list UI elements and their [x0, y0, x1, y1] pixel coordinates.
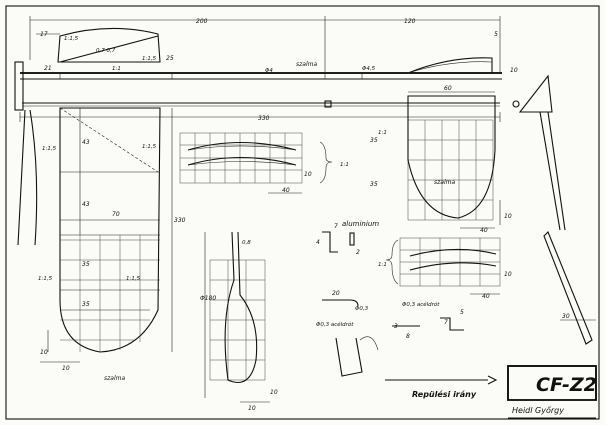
scale-label-h: 1:1,5	[126, 276, 141, 282]
dim-330-vertical: 330	[174, 217, 186, 224]
dim-10-c: 10	[62, 365, 70, 372]
dim-3: 3	[394, 323, 398, 330]
wire-label-1: Φ0,3 acéldrót	[402, 301, 440, 308]
wing-planform	[17, 107, 161, 353]
dim-35-a: 35	[82, 261, 90, 268]
dim-35-d: 35	[370, 181, 378, 188]
dim-40-c: 40	[482, 293, 490, 300]
wing-rib-profiles	[179, 132, 333, 194]
diameter-label-c: Φ0,3	[355, 306, 369, 312]
signature: Heidl Győrgy	[512, 406, 564, 415]
dim-7-b: 7	[444, 319, 448, 326]
scale-label-a: 1:1,5	[64, 36, 79, 42]
straw-label-tail: szalma	[434, 179, 455, 186]
dim-43-b: 43	[82, 201, 90, 208]
scale-label-b: 0,7 0,7	[96, 48, 116, 54]
dim-10-d: 10	[304, 171, 312, 178]
scale-label-g: 1:1,5	[38, 276, 53, 282]
aluminium-part	[322, 231, 355, 253]
scale-label-j: 1:1	[378, 130, 387, 136]
dim-60: 60	[444, 85, 452, 92]
scale-label-c: 1:1,5	[142, 56, 157, 62]
scale-label-d: 1:1	[112, 66, 121, 72]
dim-40-a: 40	[282, 187, 290, 194]
aluminium-label: aluminium	[342, 220, 379, 228]
title-block	[507, 365, 597, 419]
dim-10-a: 10	[510, 67, 518, 74]
dim-25: 25	[166, 55, 174, 62]
straw-label-top: szalma	[296, 61, 317, 68]
dim-10-b: 10	[40, 349, 48, 356]
sheet-border	[5, 5, 600, 420]
right-fin-and-gear	[512, 74, 596, 345]
straw-label-wing: szalma	[104, 375, 125, 382]
diameter-label-a: Φ4	[265, 68, 273, 74]
scale-label-k: 1:1	[378, 262, 387, 268]
dim-10-g: 10	[270, 389, 278, 396]
dim-5-b: 5	[460, 309, 464, 316]
thickness-label: 0,8	[242, 240, 251, 246]
dim-40-b: 40	[480, 227, 488, 234]
wing-dimensions	[40, 108, 173, 363]
drawing-title: CF-Z2	[536, 374, 597, 396]
diameter-label-b: Φ4,5	[362, 66, 376, 72]
dim-70: 70	[112, 211, 120, 218]
scale-label-i: 1:1	[340, 162, 349, 168]
fuselage-side-view	[14, 27, 502, 111]
dim-330-horizontal: 330	[258, 115, 270, 122]
dim-35-c: 35	[370, 137, 378, 144]
fin-profile	[204, 231, 270, 403]
dim-43-a: 43	[82, 139, 90, 146]
dim-4: 4	[316, 239, 320, 246]
top-dimensions	[19, 16, 501, 122]
dim-30: 30	[562, 313, 570, 320]
dim-10-e: 10	[504, 213, 512, 220]
dim-2: 2	[356, 249, 360, 256]
dim-17: 17	[40, 31, 48, 38]
wire-hooks	[322, 299, 464, 377]
dim-10-h: 10	[248, 405, 256, 412]
stabilizer-planform	[407, 91, 501, 229]
dim-5: 5	[494, 31, 498, 38]
dim-diameter-180: Φ180	[200, 295, 216, 302]
dim-120: 120	[404, 18, 416, 25]
dim-10-f: 10	[504, 271, 512, 278]
dim-20: 20	[332, 290, 340, 297]
dim-7-a: 7	[334, 223, 338, 230]
dim-21: 21	[44, 65, 52, 72]
scale-label-e: 1:1,5	[42, 146, 57, 152]
dim-8: 8	[406, 333, 410, 340]
stab-rib-profiles	[385, 237, 501, 295]
dim-200: 200	[196, 18, 208, 25]
scale-label-f: 1:1,5	[142, 144, 157, 150]
flight-direction-arrow	[385, 375, 498, 385]
wire-label-2: Φ0,3 acéldrót	[316, 321, 354, 328]
flight-direction-label: Repülési irány	[412, 389, 477, 399]
dim-35-b: 35	[82, 301, 90, 308]
